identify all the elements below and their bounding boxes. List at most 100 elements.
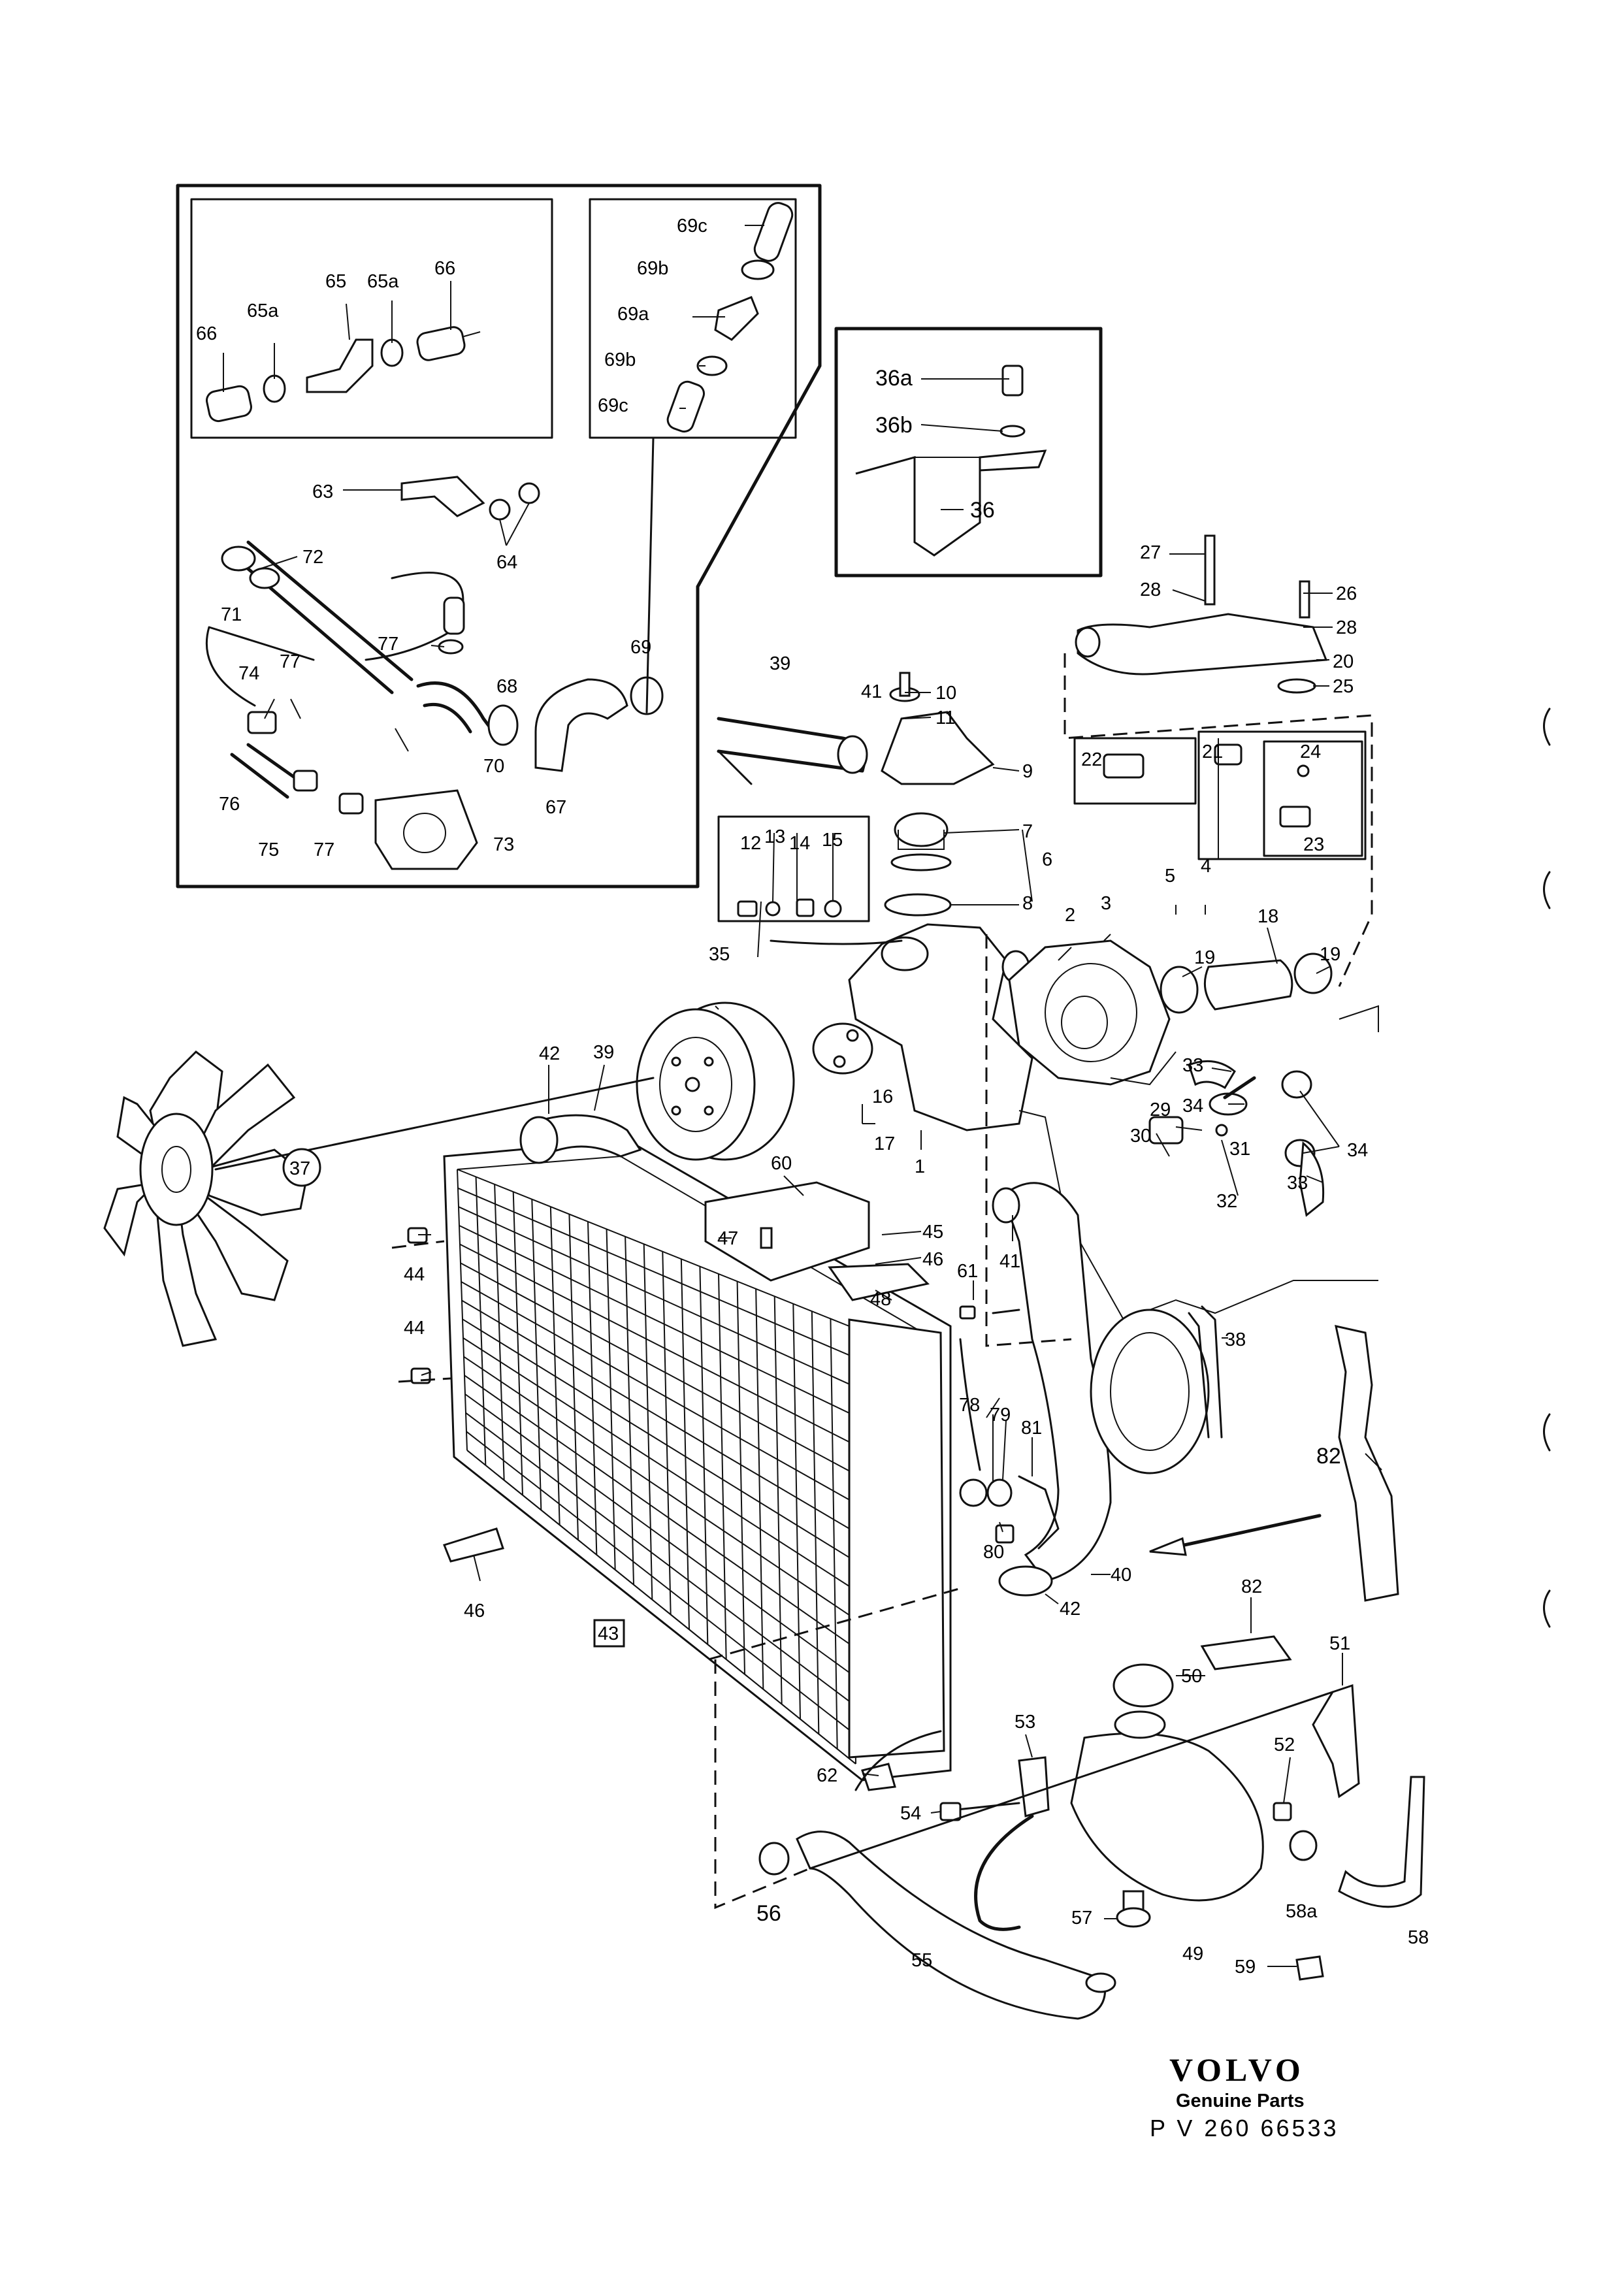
label-35: 35 [709, 944, 730, 965]
label-54: 54 [900, 1803, 921, 1824]
seal-25 [1277, 678, 1316, 694]
label-31: 31 [1229, 1139, 1250, 1160]
label-79: 79 [990, 1405, 1011, 1425]
label-44: 44 [404, 1264, 425, 1285]
label-7: 7 [1022, 821, 1033, 842]
label-33: 33 [1182, 1055, 1203, 1076]
label-36b: 36b [875, 413, 913, 438]
label-64: 64 [496, 552, 517, 573]
inset-tee-detail-box [589, 198, 797, 439]
label-73: 73 [493, 834, 514, 855]
label-43: 43 [598, 1623, 619, 1644]
label-69b: 69b [604, 350, 636, 370]
label-43-box [593, 1619, 625, 1648]
label-68: 68 [496, 676, 517, 697]
label-48: 48 [870, 1289, 891, 1310]
margin-marks [1543, 708, 1551, 1628]
radiator-core [457, 1169, 856, 1765]
label-82: 82 [1316, 1444, 1341, 1469]
label-6: 6 [1042, 849, 1052, 870]
label-39: 39 [770, 653, 790, 674]
label-16: 16 [872, 1086, 893, 1107]
label-50: 50 [1181, 1666, 1202, 1687]
label-51: 51 [1329, 1633, 1350, 1654]
label-9: 9 [1022, 761, 1033, 782]
label-19: 19 [1194, 947, 1215, 968]
label-30: 30 [1130, 1126, 1151, 1147]
label-45: 45 [922, 1222, 943, 1243]
brand-logo: VOLVO [1169, 2051, 1305, 2088]
label-47: 47 [717, 1228, 738, 1249]
label-19: 19 [1320, 944, 1340, 965]
small-parts-12-15 [717, 815, 870, 922]
label-29: 29 [1150, 1099, 1171, 1120]
brand-subtitle: Genuine Parts [1176, 2091, 1305, 2111]
label-37-circle [282, 1148, 321, 1187]
label-38: 38 [1225, 1329, 1246, 1350]
part-number: P V 260 66533 [1150, 2115, 1339, 2141]
sensor-box-22 [1073, 737, 1197, 805]
label-41: 41 [999, 1251, 1020, 1272]
label-42: 42 [539, 1043, 560, 1064]
label-18: 18 [1258, 906, 1278, 927]
inset-panels [176, 184, 1103, 888]
reference-lines [391, 653, 1373, 1910]
label-3: 3 [1101, 893, 1111, 914]
heater-pipe-20 [1075, 534, 1328, 694]
label-75: 75 [258, 839, 279, 860]
gasket-8 [884, 893, 952, 917]
label-82: 82 [1241, 1576, 1262, 1597]
tank-brackets [939, 1684, 1360, 1931]
pump-housing-2-3 [1008, 939, 1171, 1086]
sensor-box-21-24 [1197, 730, 1367, 860]
hose-18-19 [1160, 952, 1333, 1014]
label-22: 22 [1081, 749, 1102, 770]
label-14: 14 [789, 833, 810, 854]
label-5: 5 [1165, 866, 1175, 887]
label-60: 60 [771, 1153, 792, 1174]
hose-detail-parts [206, 326, 481, 423]
label-24: 24 [1300, 741, 1321, 762]
thermostat-7 [894, 812, 949, 847]
label-63: 63 [312, 481, 333, 502]
label-40: 40 [1111, 1565, 1131, 1586]
part-labels: 66 65a 65 65a 66 69c 69b 69a 69b 69c 63 … [196, 216, 1429, 1978]
label-52: 52 [1274, 1734, 1295, 1755]
hose-end-66-right [416, 326, 466, 361]
bracket-63 [400, 476, 485, 517]
label-28: 28 [1336, 617, 1357, 638]
cooling-fan [103, 1050, 308, 1347]
label-8: 8 [1022, 893, 1033, 914]
label-66: 66 [196, 323, 217, 344]
label-70: 70 [483, 756, 504, 777]
label-69a: 69a [617, 304, 649, 325]
label-65a: 65a [247, 301, 279, 321]
label-69c: 69c [677, 216, 707, 236]
label-81: 81 [1021, 1418, 1042, 1439]
label-1: 1 [915, 1156, 925, 1177]
shroud-60 [704, 1181, 870, 1282]
radiator-43 [443, 1139, 952, 1782]
label-36: 36 [970, 498, 995, 523]
label-34: 34 [1347, 1140, 1368, 1161]
label-53: 53 [1015, 1712, 1035, 1733]
label-20: 20 [1333, 651, 1354, 672]
label-44: 44 [404, 1318, 425, 1339]
label-21: 21 [1202, 741, 1223, 762]
label-37: 37 [289, 1158, 310, 1179]
label-36a: 36a [875, 366, 913, 391]
label-39: 39 [593, 1042, 614, 1063]
hose-end-66 [206, 385, 252, 423]
label-13: 13 [764, 826, 785, 847]
label-28: 28 [1140, 579, 1161, 600]
cap-50 [1112, 1663, 1174, 1708]
label-80: 80 [983, 1542, 1004, 1563]
label-4: 4 [1201, 856, 1211, 877]
label-56: 56 [756, 1901, 781, 1926]
belts-38 [1090, 1305, 1223, 1474]
clamp-65a-right [380, 338, 404, 367]
label-65: 65 [325, 271, 346, 292]
heater-hose-detail [205, 436, 664, 870]
pulley-35 [636, 1001, 795, 1161]
label-66: 66 [434, 258, 455, 279]
